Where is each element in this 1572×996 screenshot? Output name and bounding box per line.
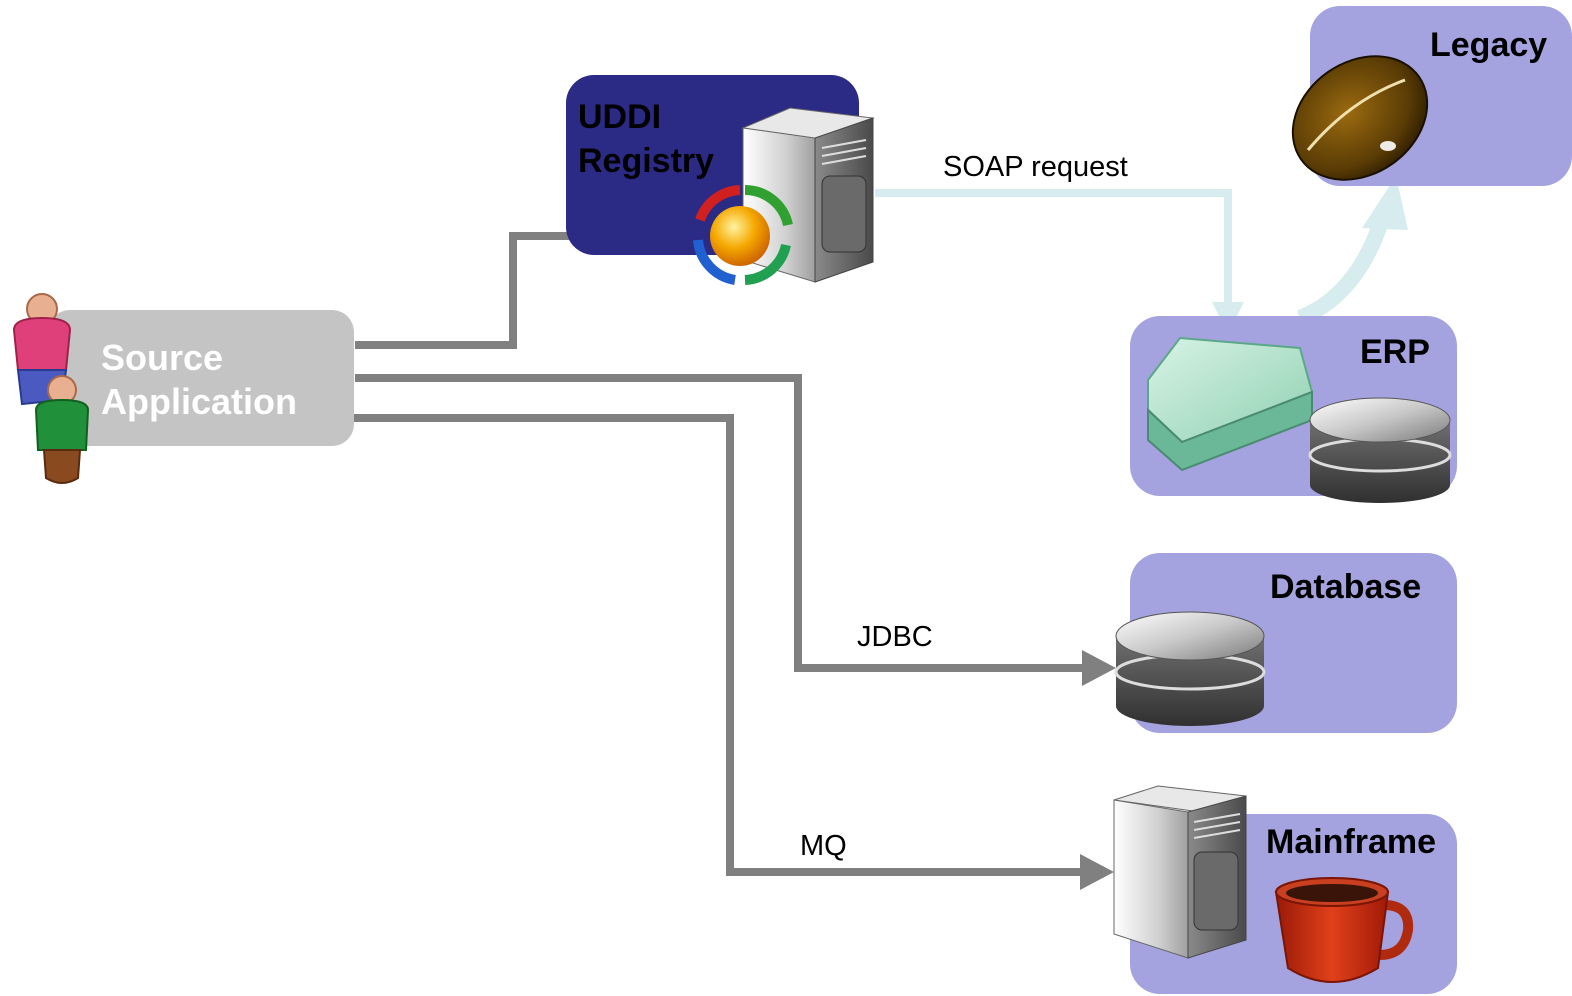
connectors xyxy=(348,176,1408,890)
registry-label-line2: Registry xyxy=(578,142,714,180)
soap-label: SOAP request xyxy=(943,151,1128,183)
source-label-line1: Source xyxy=(101,337,223,378)
connector-soap-request xyxy=(875,189,1232,310)
legacy-node: Legacy xyxy=(1291,6,1572,186)
source-label-line2: Application xyxy=(101,381,297,422)
erp-node: ERP xyxy=(1130,316,1457,503)
erp-label: ERP xyxy=(1360,333,1430,371)
appliance-icon xyxy=(1147,336,1314,472)
coffee-cup-icon xyxy=(1274,877,1414,983)
database-label: Database xyxy=(1270,568,1421,606)
coffee-bean-icon xyxy=(1291,55,1429,181)
source-box xyxy=(48,310,354,446)
mainframe-label: Mainframe xyxy=(1266,823,1436,861)
connector-source-database xyxy=(355,374,1090,672)
jdbc-label: JDBC xyxy=(857,621,933,653)
mainframe-server-icon xyxy=(1113,785,1247,959)
connector-source-mainframe xyxy=(348,414,1088,876)
registry-label-line1: UDDI xyxy=(578,98,661,136)
database-cylinder-icon xyxy=(1114,611,1266,726)
source-application-node: Source Application xyxy=(12,293,354,484)
arrowhead-legacy xyxy=(1362,176,1408,230)
mq-label: MQ xyxy=(800,830,847,862)
arrowhead-database xyxy=(1082,650,1116,686)
mainframe-node: Mainframe xyxy=(1113,785,1457,994)
database-node: Database xyxy=(1114,553,1457,733)
uddi-registry-node: UDDI Registry xyxy=(566,75,875,285)
people-icon xyxy=(12,293,90,484)
erp-database-icon xyxy=(1308,397,1452,503)
refresh-cycle-icon xyxy=(693,185,793,285)
arrowhead-mainframe xyxy=(1080,854,1114,890)
legacy-label: Legacy xyxy=(1430,26,1547,64)
